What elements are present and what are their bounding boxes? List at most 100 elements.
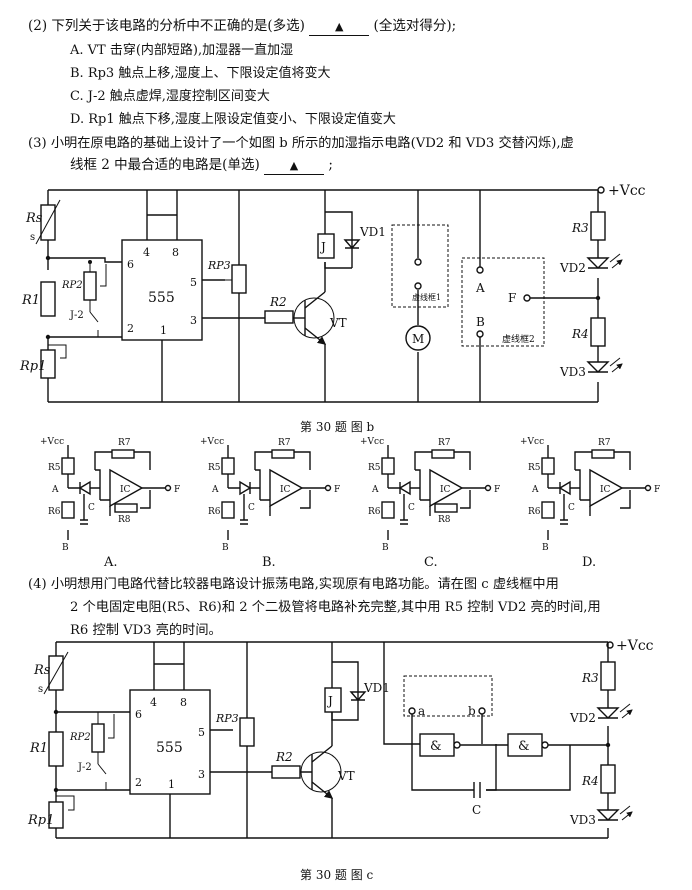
svg-text:B: B [382,543,389,553]
q3-line1: (3) 小明在原电路的基础上设计了一个如图 b 所示的加湿指示电路(VD2 和 … [28,136,574,151]
j2-contact [89,311,99,337]
svg-text:s: s [38,684,43,695]
terminal-a: A [475,281,485,295]
motor-m [405,325,431,351]
q2-option-c[interactable]: C. J-2 触点虚焊,湿度控制区间变大 [70,89,270,104]
relay-j-c [324,687,342,713]
vd2-label: VD2 [559,261,586,275]
svg-text:R4: R4 [581,774,599,788]
svg-text:F: F [654,485,660,495]
svg-text:R5: R5 [48,463,61,473]
svg-text:Rs: Rs [33,663,51,678]
svg-text:+Vcc: +Vcc [40,437,64,447]
svg-text:F: F [174,485,180,495]
svg-text:VD3: VD3 [569,813,596,827]
svg-text:IC: IC [120,485,131,495]
rp1-label: Rp1 [19,359,46,374]
terminal-b: B [476,315,485,329]
svg-text:+Vcc: +Vcc [360,437,384,447]
svg-text:R7: R7 [598,438,611,448]
svg-text:R1: R1 [29,741,48,756]
q2-answer-blank[interactable]: ▲ [309,18,370,36]
svg-text:R3: R3 [581,671,599,685]
r2-label: R2 [269,295,287,309]
fig-b-caption: 第 30 题 图 b [300,420,375,434]
svg-text:VT: VT [337,769,355,783]
svg-text:A: A [531,485,539,495]
svg-text:R6: R6 [48,507,61,517]
q2-text: (2) 下列关于该电路的分析中不正确的是(多选) [28,18,305,34]
choice-a-label[interactable]: A. [103,555,118,570]
svg-text:RP3: RP3 [215,712,239,725]
choice-c-label[interactable]: C. [424,555,438,570]
svg-text:4: 4 [150,696,157,709]
vt-label: VT [329,316,347,330]
svg-text:1: 1 [168,778,175,791]
figure-b: +Vcc Rs s R1 Rp1 555 4 8 6 5 3 2 1 RP2 J… [19,183,646,403]
capacitor-c [473,782,481,798]
svg-text:6: 6 [127,258,134,271]
choice-b-circuit [221,445,332,540]
vcc-label: +Vcc [608,183,646,199]
terminal-a-c: a [418,704,425,718]
q3-tail: ; [328,157,333,173]
vcc-label-c: +Vcc [616,638,654,654]
q2-option-a[interactable]: A. VT 击穿(内部短路),加湿器一直加湿 [70,43,294,58]
box1-label: 虚线框1 [412,292,441,302]
vt-transistor-c [300,751,342,793]
terminal-b-c: b [468,704,476,718]
svg-text:R2: R2 [275,750,293,764]
svg-text:3: 3 [190,314,197,327]
rp3-pot-c [239,717,255,747]
svg-text:5: 5 [190,276,197,289]
svg-text:R5: R5 [208,463,221,473]
choice-b-label[interactable]: B. [262,555,276,570]
svg-text:2: 2 [127,322,134,335]
svg-text:+Vcc: +Vcc [520,437,544,447]
svg-text:F: F [334,485,340,495]
terminal-f: F [508,291,516,305]
choice-circuits: +Vcc R5 R6 R7 R8 C IC A B F +Vcc R5 R6 R… [40,437,660,570]
r2-resistor-c [271,765,301,779]
svg-text:C: C [472,803,481,817]
relay-j [317,233,335,259]
rp2-label: RP2 [61,280,83,291]
figure-c: +Vcc Rs s R1 Rp1 555 4 8 6 5 3 2 1 RP2 J… [27,638,654,839]
r4-label: R4 [571,327,589,341]
rp2-pot [83,271,97,301]
dashed-box-2 [461,257,545,347]
q4-line2: 2 个电固定电阻(R5、R6)和 2 个二极管将电路补充完整,其中用 R5 控制… [70,600,601,615]
svg-text:C: C [568,503,575,513]
svg-text:R5: R5 [368,463,381,473]
svg-text:VD2: VD2 [569,711,596,725]
svg-text:B: B [62,543,69,553]
q3-answer-blank[interactable]: ▲ [264,157,325,175]
svg-text:8: 8 [172,246,179,259]
svg-text:8: 8 [180,696,187,709]
q2-option-d[interactable]: D. Rp1 触点下移,湿度上限设定值变小、下限设定值变大 [70,112,396,127]
r4-resistor-c [600,764,616,794]
ic-555-label: 555 [148,290,175,306]
rs-label: Rs [25,211,43,226]
choice-d-label[interactable]: D. [582,555,596,570]
q2-tail: (全选对得分); [373,18,457,34]
svg-text:R8: R8 [118,515,131,525]
vd3-led-c [596,809,620,821]
svg-text:RP2: RP2 [69,732,91,743]
svg-text:R7: R7 [438,438,451,448]
svg-text:R7: R7 [278,438,291,448]
svg-text:Rp1: Rp1 [27,813,54,828]
svg-text:F: F [494,485,500,495]
svg-text:IC: IC [440,485,451,495]
vcc-terminal [597,186,605,194]
choice-c-circuit [381,445,492,540]
j2-label: J-2 [69,310,84,321]
svg-text:A: A [51,485,59,495]
r1-resistor [40,281,56,317]
vd3-label: VD3 [559,365,586,379]
q2-option-b[interactable]: B. Rp3 触点上移,湿度上、下限设定值将变大 [70,66,331,81]
rp1-pot-c [48,801,64,829]
svg-text:R7: R7 [118,438,131,448]
r2-resistor [264,310,294,324]
dashed-box-c[interactable] [403,675,493,717]
